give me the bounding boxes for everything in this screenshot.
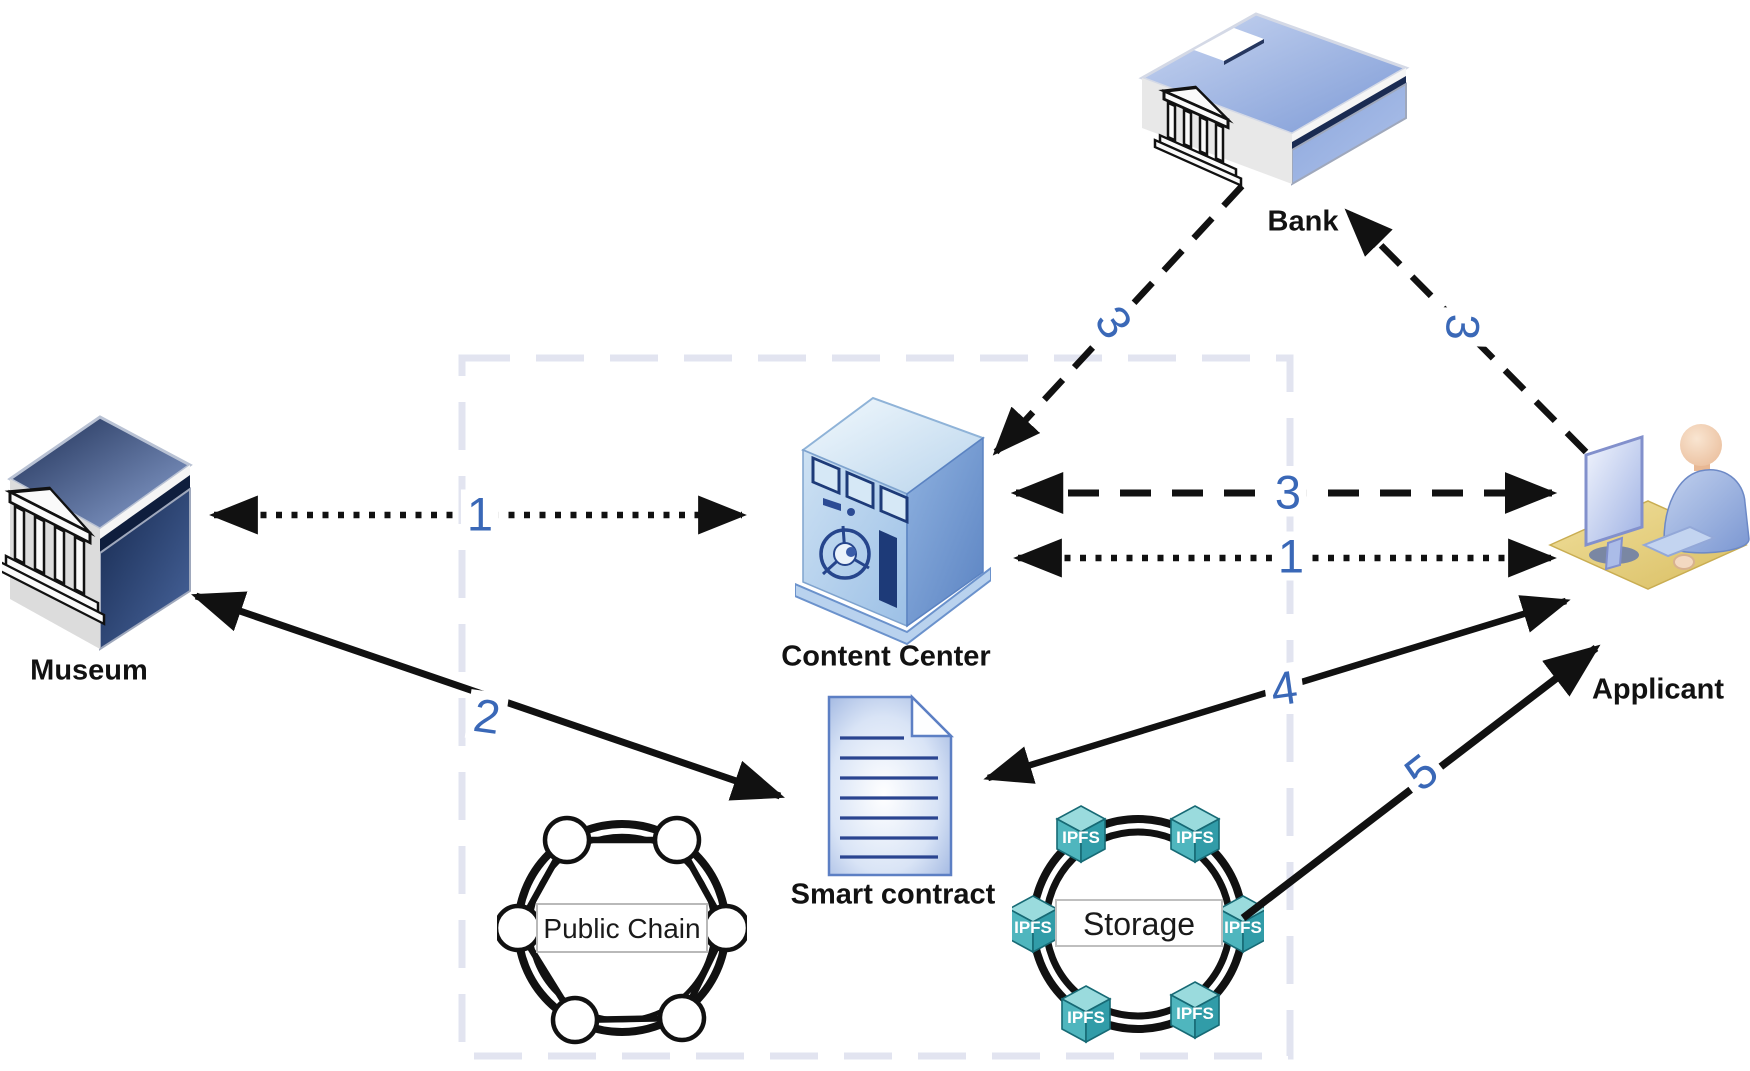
edge-label-3-cc-applicant: 3 (1268, 467, 1308, 517)
ipfs-node-label: IPFS (1067, 1008, 1105, 1027)
public-chain-icon: Public Chain (497, 815, 747, 1045)
ipfs-node-label: IPFS (1062, 828, 1100, 847)
museum-icon (2, 415, 193, 651)
edge-label-5: 5 (1390, 740, 1452, 804)
edge-label-2: 2 (464, 688, 510, 744)
bank-icon (1138, 12, 1410, 188)
bank-label: Bank (1267, 205, 1339, 238)
edge-label-3-bank-cc: 3 (1082, 292, 1146, 352)
public-chain-label: Public Chain (543, 913, 700, 944)
ipfs-node-label: IPFS (1224, 918, 1262, 937)
edge-label-3-bank-applicant: 3 (1436, 307, 1490, 347)
storage-label: Storage (1083, 906, 1195, 942)
content-center-icon (795, 396, 991, 646)
ipfs-node-label: IPFS (1176, 1004, 1214, 1023)
smart-contract-label: Smart contract (790, 878, 996, 911)
museum-label: Museum (30, 654, 148, 687)
smart-contract-icon (827, 694, 954, 877)
applicant-icon (1548, 424, 1750, 590)
ipfs-node-label: IPFS (1176, 828, 1214, 847)
edge-label-4: 4 (1261, 660, 1307, 716)
ipfs-node-label: IPFS (1014, 918, 1052, 937)
storage-icon: IPFS IPFS IPFS IPFS IPFS IPFS Storage (1012, 805, 1264, 1043)
applicant-label: Applicant (1591, 673, 1725, 706)
edge-label-1-cc-applicant: 1 (1271, 531, 1311, 581)
content-center-label: Content Center (781, 640, 991, 673)
edge-label-1-museum: 1 (460, 489, 500, 539)
